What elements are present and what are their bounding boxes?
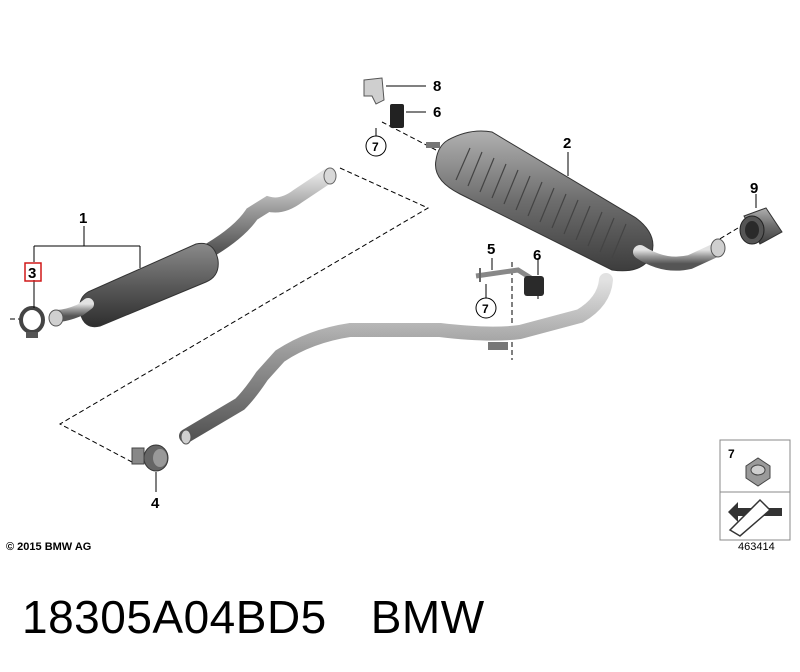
callout-7-middle-circle: 7	[475, 297, 497, 319]
callout-8: 8	[433, 78, 441, 95]
callout-2: 2	[563, 135, 571, 152]
rear-silencer	[426, 130, 726, 272]
copyright-notice: © 2015 BMW AG	[6, 541, 92, 553]
bracket-part-8	[363, 77, 385, 105]
leader-lines	[33, 85, 757, 492]
tailpipe-trim-part-9	[739, 207, 783, 245]
callout-6-top: 6	[433, 104, 441, 121]
legend-box: 7	[719, 439, 791, 541]
part-code-line: 18305A04BD5 BMW	[22, 590, 485, 644]
callout-3-highlight	[24, 262, 42, 282]
callout-5: 5	[487, 241, 495, 258]
brand-name: BMW	[370, 591, 485, 643]
nut-icon	[745, 457, 771, 487]
clamp-part-4	[131, 444, 169, 472]
callout-7-top-circle: 7	[365, 135, 387, 157]
arrow-icon	[728, 498, 782, 537]
rear-silencer-body	[435, 130, 654, 272]
front-pipe	[202, 168, 336, 258]
callout-4: 4	[151, 495, 160, 512]
drawing-number: 463414	[738, 541, 775, 553]
callout-9: 9	[750, 180, 758, 197]
callout-7-top: 7	[372, 140, 379, 154]
center-pipe	[179, 273, 613, 443]
front-silencer-assembly	[48, 167, 337, 328]
part-code: 18305A04BD5	[22, 591, 327, 643]
legend-7: 7	[728, 447, 735, 461]
clamp-part-3	[19, 306, 45, 338]
callout-3: 3	[28, 265, 36, 282]
front-silencer-body	[79, 242, 219, 328]
callout-1: 1	[79, 210, 87, 227]
rubber-mount-part-6-middle	[524, 276, 544, 296]
center-pipe-assembly	[179, 273, 613, 445]
rubber-mount-part-6-top	[390, 104, 404, 128]
exhaust-system-diagram: 1 3 2 4 5 6 6 8 9 7 7 7	[10, 77, 791, 541]
callout-7-middle: 7	[482, 302, 489, 316]
callout-6-middle: 6	[533, 247, 541, 264]
